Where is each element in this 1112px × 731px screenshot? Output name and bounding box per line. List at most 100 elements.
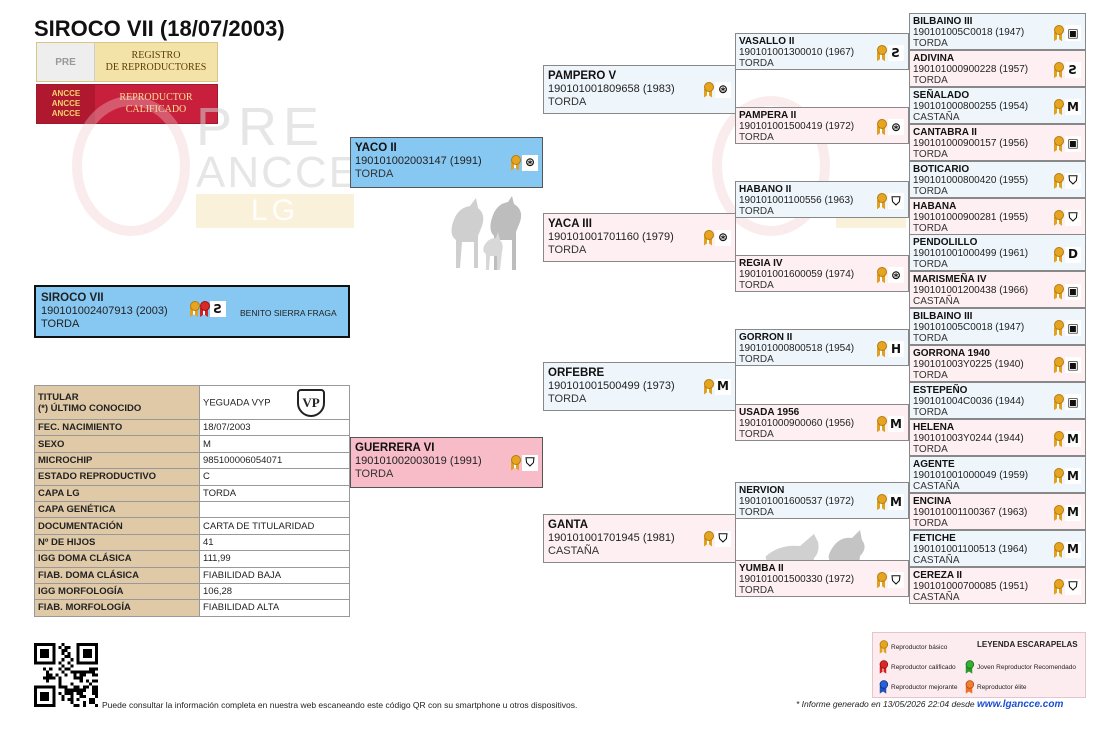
ancestor-icons: ⛉ — [704, 530, 731, 547]
ancestor-icons: M — [704, 378, 731, 395]
info-value: M — [199, 435, 350, 453]
legend-box: LEYENDA ESCARAPELAS Reproductor básico R… — [872, 632, 1086, 698]
info-row: CAPA GENÉTICA — [34, 500, 350, 519]
ancestor-icons: ▣ — [1054, 394, 1081, 411]
subject-card[interactable]: SIROCO VII 190101002407913 (2003) TORDA … — [34, 285, 350, 338]
ancestor-icons: ⊛ — [704, 81, 731, 98]
brand-mark-icon: ⛉ — [888, 572, 904, 589]
ancestor-coat: TORDA — [355, 168, 394, 180]
ancestor-reg: 190101001300010 (1967) — [739, 47, 855, 58]
brand-mark-icon: ▣ — [1065, 283, 1081, 300]
basic-medal-icon — [1054, 394, 1064, 410]
legend-item: Reproductor básico — [879, 639, 947, 655]
ancestor-coat: TORDA — [913, 222, 948, 234]
website-link[interactable]: www.lgancce.com — [977, 699, 1064, 710]
brand-mark-icon: M — [1065, 468, 1081, 485]
info-value: 985100006054071 — [199, 451, 350, 470]
ancestor-name: NERVION — [739, 485, 785, 496]
brand-mark-icon: ⛉ — [1065, 578, 1081, 595]
ancestor-icons: ⛉ — [1054, 172, 1081, 189]
ancestor-icons: ⛉ — [1054, 209, 1081, 226]
ancestor-coat: TORDA — [739, 206, 774, 217]
ancestor-reg: 190101001600059 (1974) — [739, 269, 855, 280]
basic-medal-icon — [877, 341, 887, 357]
ancestor-reg: 190101000900228 (1957) — [913, 63, 1029, 75]
basic-medal-icon — [1054, 246, 1064, 263]
ancestor-name: ORFEBRE — [548, 367, 605, 379]
ancestor-coat: TORDA — [913, 517, 948, 529]
brand-mark-icon: ▣ — [1065, 320, 1081, 337]
ancestor-name: HABANA — [913, 200, 957, 212]
brand-mark-icon: H — [888, 341, 904, 358]
ancestor-reg: 190101001500330 (1972) — [739, 574, 855, 585]
qr-code-icon[interactable] — [34, 643, 98, 707]
brand-mark-icon: ⊛ — [715, 229, 731, 246]
info-value: 111,99 — [199, 550, 350, 568]
ancestor-coat: TORDA — [355, 468, 394, 480]
ancestor-reg: 190101001200438 (1966) — [913, 285, 1029, 297]
ancestor-icons: Ƨ — [877, 45, 904, 62]
basic-medal-icon — [704, 378, 714, 395]
basic-medal-icon — [704, 229, 714, 246]
ancestor-icons: ▣ — [1054, 283, 1081, 300]
ancestor-reg: 190101000800518 (1954) — [739, 343, 855, 354]
info-key: DOCUMENTACIÓN — [34, 517, 200, 535]
ancestor-name: ESTEPEÑO — [913, 385, 968, 396]
brand-mark-icon: D — [1065, 246, 1081, 263]
ancestor-icons: ⊛ — [511, 154, 538, 171]
ancestor-reg: 190101002003147 (1991) — [355, 155, 482, 167]
ancestor-reg: 190101005C0018 (1947) — [913, 27, 1025, 38]
ancestor-name: GORRONA 1940 — [913, 348, 990, 360]
brand-mark-icon: Ƨ — [210, 301, 226, 317]
ancestor-icons: ▣ — [1054, 25, 1081, 42]
brand-mark-icon: ⛉ — [522, 454, 538, 471]
info-value: FIABILIDAD ALTA — [199, 599, 350, 617]
ancestor-name: PAMPERA II — [739, 110, 797, 121]
qr-instructions: Puede consultar la información completa … — [102, 700, 578, 710]
pre-logo-text: REGISTRO DE REPRODUCTORES — [95, 50, 217, 74]
info-key: Nº DE HIJOS — [34, 533, 200, 552]
ancestor-icons: ⛉ — [877, 193, 904, 210]
basic-medal-icon — [877, 45, 887, 61]
ancestor-icons: ▣ — [1054, 135, 1081, 152]
basic-medal-icon — [1054, 99, 1064, 115]
brand-mark-icon: ⊛ — [522, 154, 538, 171]
ancestor-reg: 190101001000049 (1959) — [913, 469, 1029, 481]
pre-logo-text-line: DE REPRODUCTORES — [105, 62, 207, 73]
